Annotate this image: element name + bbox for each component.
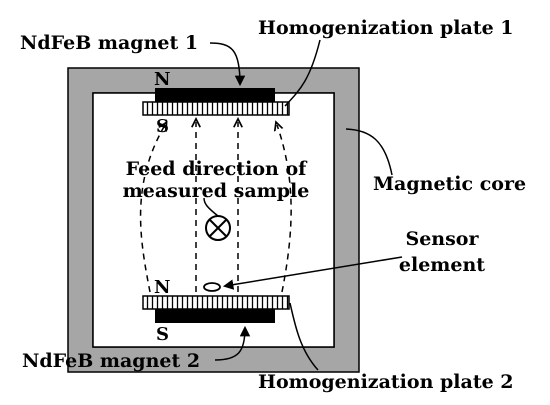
label-magnet-2: NdFeB magnet 2	[22, 350, 200, 372]
label-sensor-2: element	[399, 254, 485, 276]
magnet-2-leader	[214, 325, 251, 361]
feed-direction-icon	[205, 215, 231, 241]
label-core: Magnetic core	[373, 173, 526, 195]
ndfeb-magnet-2	[155, 309, 275, 323]
label-magnet-1: NdFeB magnet 1	[20, 32, 198, 54]
pole-bottom-north: N	[154, 277, 170, 298]
plate-2-leader	[289, 302, 319, 371]
magnetic-field-lines	[139, 122, 292, 293]
pole-top-south: S	[156, 116, 169, 137]
magnet-1-leader	[209, 42, 246, 87]
label-plate-2: Homogenization plate 2	[258, 371, 514, 393]
sensor-pointer-arrow	[222, 256, 403, 290]
plate-1-leader	[284, 39, 321, 107]
label-feed-1: Feed direction of	[126, 158, 308, 180]
label-sensor-1: Sensor	[405, 228, 479, 250]
ndfeb-magnet-1	[155, 88, 275, 102]
pole-top-north: N	[154, 69, 170, 90]
core-leader	[345, 128, 393, 176]
pole-bottom-south: S	[156, 324, 169, 345]
label-feed-2: measured sample	[123, 180, 310, 202]
feed-pointer-line	[203, 197, 219, 217]
homogenization-plate-1	[142, 101, 290, 116]
sensor-element-icon	[203, 282, 221, 292]
label-plate-1: Homogenization plate 1	[258, 17, 514, 39]
